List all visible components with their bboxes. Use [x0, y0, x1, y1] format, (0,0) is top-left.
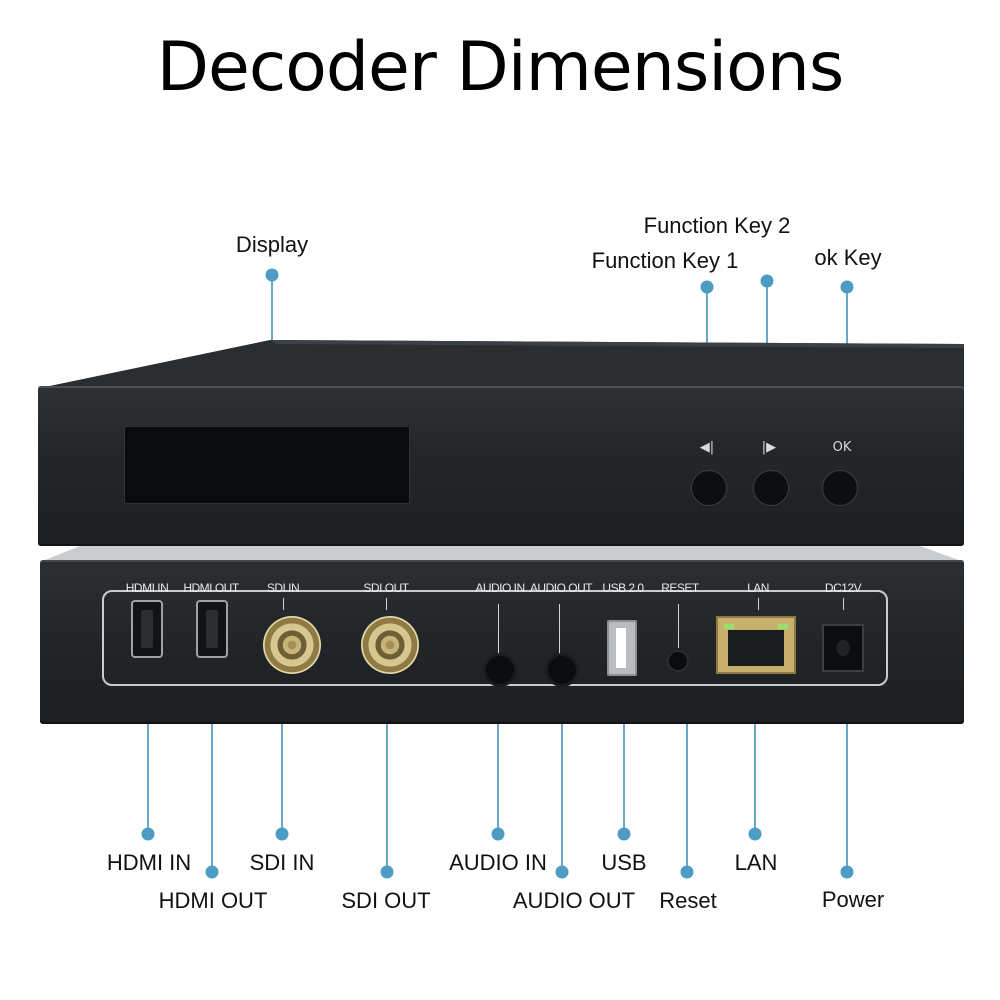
display-screen [124, 426, 410, 504]
lan-led-right [778, 624, 788, 629]
device-front-panel: ◀| |▶ OK [38, 386, 964, 546]
callout-dot-power [840, 865, 854, 879]
callout-line-reset [686, 724, 688, 872]
device-back-top-surface [40, 546, 964, 562]
tick-reset [678, 604, 679, 648]
label-power: Power [821, 887, 885, 912]
sdi-in-port[interactable] [263, 616, 321, 674]
port-label-sdi-out: SDI OUT [363, 581, 409, 595]
callout-dot-lan [748, 827, 762, 841]
label-function-key-1: Function Key 1 [591, 248, 739, 273]
sdi-out-port[interactable] [361, 616, 419, 674]
callout-line-hdmi-in [147, 724, 149, 834]
function-key-2-symbol: |▶ [761, 440, 777, 455]
port-label-usb: USB 2.0 [602, 581, 644, 595]
device-top-surface [40, 340, 964, 388]
port-label-dc12v: DC12V [824, 581, 862, 595]
audio-in-port[interactable] [486, 656, 514, 684]
hdmi-out-port[interactable] [196, 600, 228, 658]
function-key-1-button[interactable] [692, 471, 726, 505]
callout-line-ok-key [846, 287, 848, 395]
callout-dot-function-key-1 [700, 280, 714, 294]
label-sdi-out: SDI OUT [341, 888, 431, 913]
callout-line-function-key-2 [766, 281, 768, 387]
callout-dot-usb [617, 827, 631, 841]
callout-line-sdi-out [386, 724, 388, 872]
label-ok-key: ok Key [814, 245, 882, 270]
lan-led-left [724, 624, 734, 629]
callout-line-usb [623, 724, 625, 834]
callout-line-hdmi-out [211, 724, 213, 872]
callout-line-display [271, 275, 273, 383]
diagram-title: Decoder Dimensions [156, 28, 845, 107]
function-key-2-button[interactable] [754, 471, 788, 505]
tick-sdi-out [386, 598, 387, 610]
port-label-reset: RESET [661, 581, 699, 595]
hdmi-in-port[interactable] [131, 600, 163, 658]
tick-dc12v [843, 598, 844, 610]
lan-port[interactable] [716, 616, 796, 674]
callout-line-lan [754, 724, 756, 834]
port-label-lan: LAN [747, 581, 769, 595]
callout-line-audio-in [497, 724, 499, 834]
callout-line-audio-out [561, 724, 563, 872]
label-hdmi-out: HDMI OUT [158, 888, 268, 913]
label-lan: LAN [734, 850, 778, 875]
device-back-panel: HDMI IN HDMI OUT SDI IN SDI OUT AUDIO IN… [40, 560, 964, 724]
port-label-audio-out: AUDIO OUT [529, 581, 593, 595]
port-label-hdmi-out: HDMI OUT [183, 581, 239, 595]
callout-dot-hdmi-out [205, 865, 219, 879]
callout-dot-hdmi-in [141, 827, 155, 841]
usb-port[interactable] [607, 620, 637, 676]
tick-audio-out [559, 604, 560, 664]
label-reset: Reset [659, 888, 717, 913]
callout-dot-sdi-in [275, 827, 289, 841]
callout-line-sdi-in [281, 724, 283, 834]
reset-button[interactable] [669, 652, 687, 670]
port-label-sdi-in: SDI IN [266, 581, 300, 595]
callout-dot-ok-key [840, 280, 854, 294]
label-hdmi-in: HDMI IN [106, 850, 192, 875]
dc-power-port[interactable] [822, 624, 864, 672]
callout-dot-display [265, 268, 279, 282]
label-display: Display [235, 232, 309, 257]
callout-line-power [846, 724, 848, 872]
tick-sdi-in [283, 598, 284, 610]
label-audio-out: AUDIO OUT [512, 888, 636, 913]
ok-key-symbol: OK [832, 440, 852, 455]
label-usb: USB [601, 850, 647, 875]
audio-out-port[interactable] [548, 656, 576, 684]
callout-dot-audio-in [491, 827, 505, 841]
label-sdi-in: SDI IN [249, 850, 315, 875]
tick-audio-in [498, 604, 499, 664]
ok-key-button[interactable] [823, 471, 857, 505]
callout-dot-reset [680, 865, 694, 879]
label-function-key-2: Function Key 2 [643, 213, 791, 238]
callout-dot-function-key-2 [760, 274, 774, 288]
callout-dot-audio-out [555, 865, 569, 879]
callout-line-function-key-1 [706, 287, 708, 395]
label-audio-in: AUDIO IN [449, 850, 547, 875]
callout-dot-sdi-out [380, 865, 394, 879]
function-key-1-symbol: ◀| [699, 440, 715, 455]
port-label-hdmi-in: HDMI IN [125, 581, 169, 595]
port-label-audio-in: AUDIO IN [475, 581, 525, 595]
tick-lan [758, 598, 759, 610]
port-frame [102, 590, 888, 686]
